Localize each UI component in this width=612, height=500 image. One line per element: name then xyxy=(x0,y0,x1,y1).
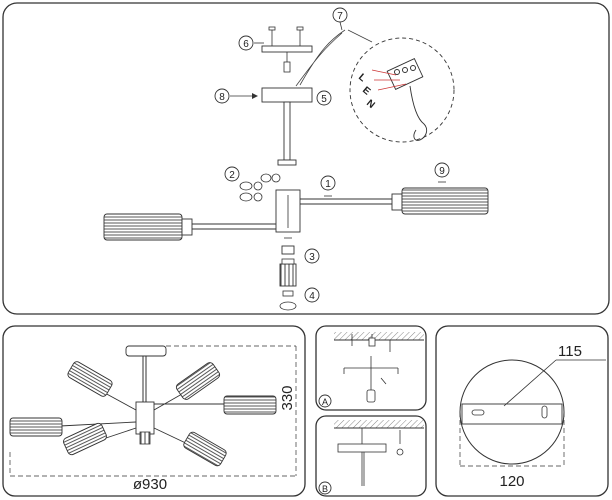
right-arm xyxy=(300,198,396,205)
drill-anchors xyxy=(351,334,391,352)
hole-spacing-leader xyxy=(503,359,606,407)
canopy-diameter-lines xyxy=(459,412,565,467)
bracket-step-a xyxy=(343,356,399,380)
product-hub xyxy=(135,401,155,435)
arm-screws xyxy=(239,173,281,202)
height-dimension: 330 xyxy=(279,385,296,410)
product-canopy xyxy=(125,345,167,357)
svg-text:7: 7 xyxy=(337,11,343,22)
stem-rod xyxy=(283,101,291,161)
callout-1: 1 xyxy=(320,175,336,197)
step-b-label: B xyxy=(318,481,332,495)
diameter-dimension: ø930 xyxy=(133,476,167,493)
callout-4: 4 xyxy=(304,287,320,303)
hole-spacing-dimension: 115 xyxy=(558,343,582,360)
callout-6: 6 xyxy=(238,35,264,51)
svg-text:1: 1 xyxy=(325,179,331,190)
mounting-bracket xyxy=(261,45,313,53)
callout-5: 5 xyxy=(316,90,332,106)
left-arm xyxy=(190,223,276,230)
screwdriver xyxy=(366,377,387,403)
callout-2: 2 xyxy=(224,166,240,182)
svg-text:4: 4 xyxy=(309,291,315,302)
canopy-bracket xyxy=(461,403,563,425)
ceiling-a xyxy=(334,332,424,340)
svg-text:L: L xyxy=(356,72,368,84)
callout-9: 9 xyxy=(434,162,450,183)
callout-8: 8 xyxy=(214,88,258,104)
svg-text:3: 3 xyxy=(309,252,315,263)
svg-text:2: 2 xyxy=(229,170,235,181)
svg-text:A: A xyxy=(322,397,328,407)
left-shade xyxy=(103,213,193,241)
lamp-holder xyxy=(281,245,295,255)
mounting-screws xyxy=(268,26,304,46)
right-shade xyxy=(391,187,489,215)
step-a-label: A xyxy=(318,394,332,408)
svg-text:5: 5 xyxy=(321,94,327,105)
bulb xyxy=(279,263,297,287)
terminal-detail xyxy=(347,29,455,143)
canopy-diameter-dimension: 120 xyxy=(499,473,524,490)
product-shades xyxy=(9,361,277,467)
callout-3: 3 xyxy=(304,248,320,264)
callout-7: 7 xyxy=(332,7,348,31)
svg-text:9: 9 xyxy=(439,166,445,177)
svg-text:6: 6 xyxy=(243,39,249,50)
svg-text:B: B xyxy=(322,484,328,494)
canopy-body xyxy=(261,87,313,103)
svg-text:8: 8 xyxy=(219,92,225,103)
ceiling-b xyxy=(334,420,424,428)
supply-wires xyxy=(295,29,346,87)
step-b-panel xyxy=(315,415,427,497)
dimension-lines xyxy=(9,345,297,477)
canopy-step-b xyxy=(337,428,404,486)
